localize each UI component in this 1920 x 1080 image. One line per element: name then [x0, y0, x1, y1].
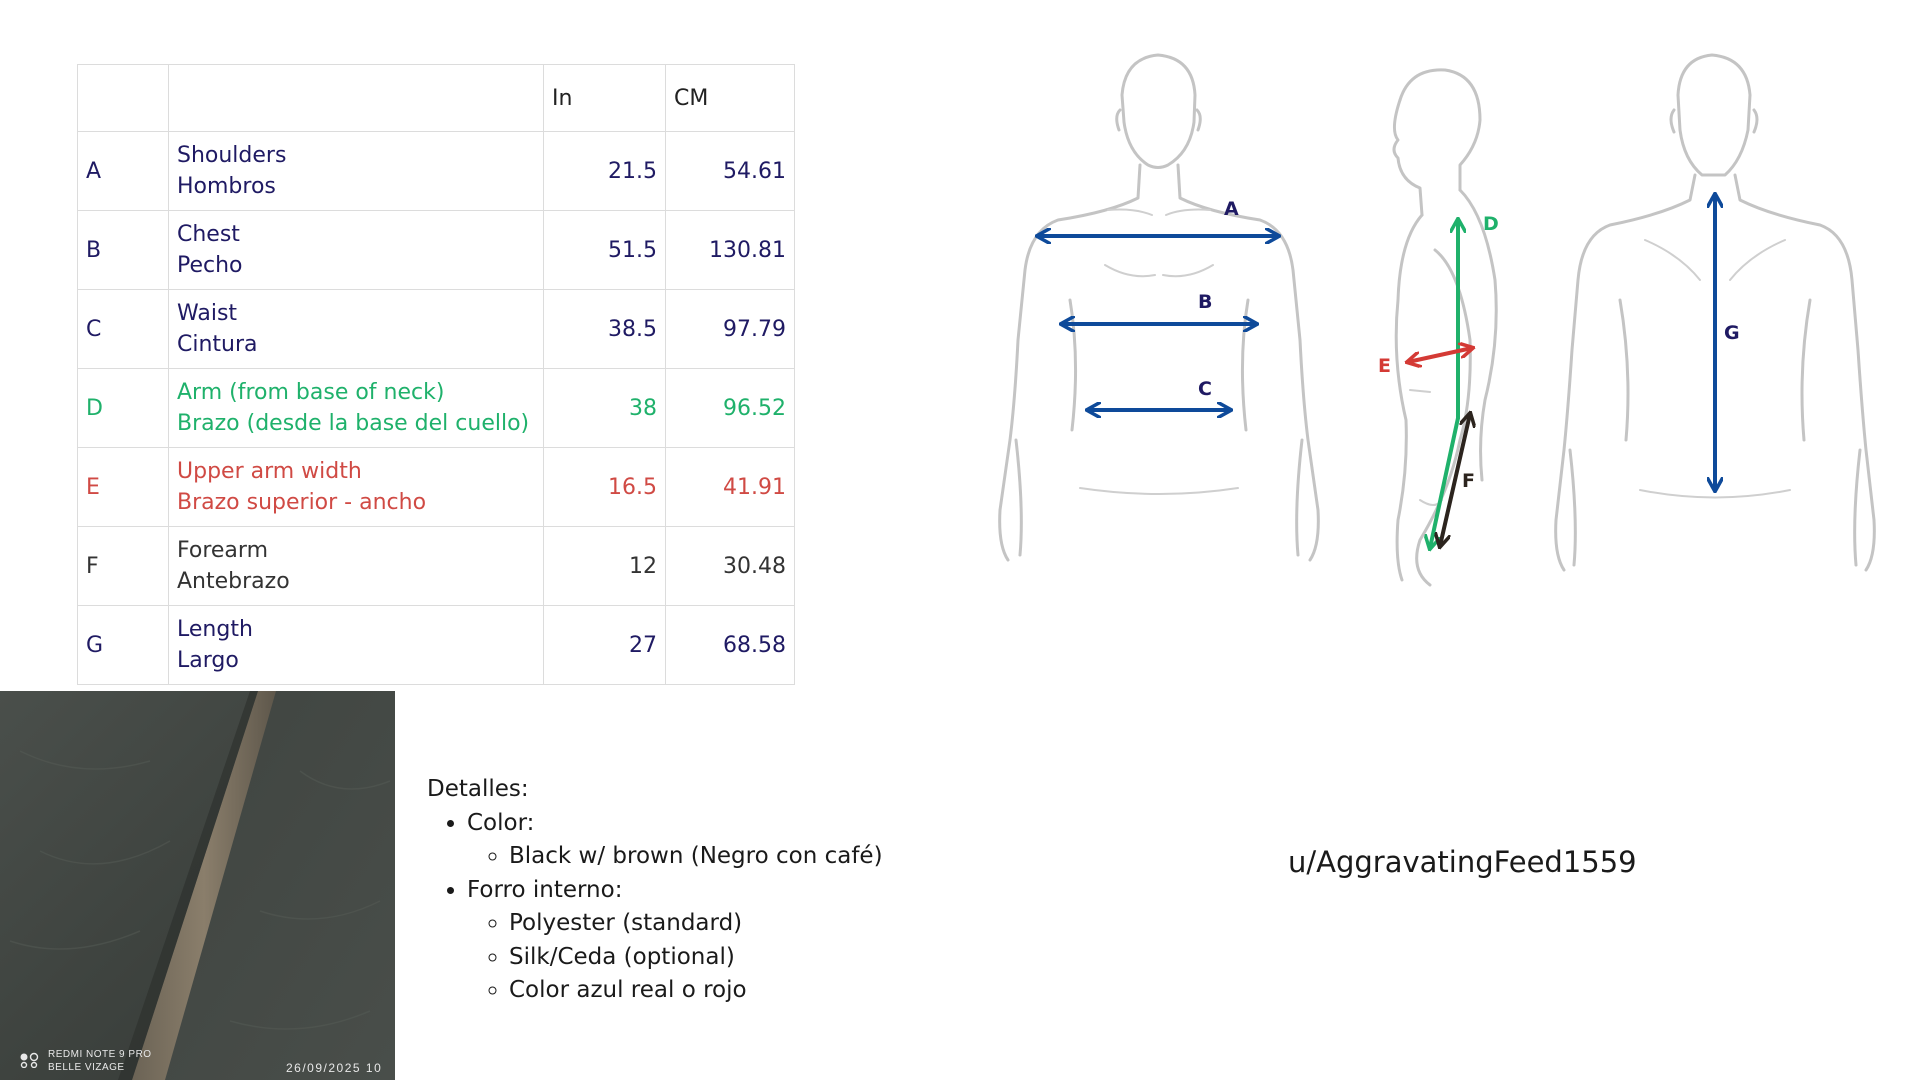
- details-section: Detalles: Color: Black w/ brown (Negro c…: [427, 773, 883, 1008]
- row-letter: G: [77, 605, 169, 685]
- details-list: Color: Black w/ brown (Negro con café) F…: [427, 807, 883, 1008]
- row-inches: 51.5: [543, 210, 666, 290]
- leather-sample-photo: [0, 691, 395, 1080]
- row-name-es: Hombros: [177, 174, 276, 199]
- detail-color: Color: Black w/ brown (Negro con café): [467, 807, 883, 874]
- marker-label-b: B: [1198, 291, 1212, 313]
- row-name-en: Upper arm width: [177, 459, 362, 484]
- row-cm: 68.58: [665, 605, 795, 685]
- row-inches: 27: [543, 605, 666, 685]
- marker-label-f: F: [1462, 470, 1475, 492]
- row-name: Arm (from base of neck) Brazo (desde la b…: [168, 368, 544, 448]
- detail-color-label: Color:: [467, 809, 535, 836]
- table-header-row: In CM: [77, 64, 795, 132]
- measurement-markers: A B C D E F G: [1038, 195, 1740, 548]
- row-name-es: Largo: [177, 648, 239, 673]
- watermark-device: REDMI NOTE 9 PRO: [48, 1049, 152, 1060]
- row-name-en: Forearm: [177, 538, 268, 563]
- photo-watermark: REDMI NOTE 9 PRO BELLE VIZAGE: [48, 1048, 152, 1074]
- lining-option: Polyester (standard): [509, 907, 883, 941]
- row-name-es: Pecho: [177, 253, 243, 278]
- header-name: [168, 64, 544, 132]
- row-name-en: Shoulders: [177, 143, 287, 168]
- row-inches: 21.5: [543, 131, 666, 211]
- row-inches: 38.5: [543, 289, 666, 369]
- username: u/AggravatingFeed1559: [1288, 845, 1637, 879]
- marker-label-g: G: [1724, 322, 1740, 344]
- row-name-es: Cintura: [177, 332, 258, 357]
- row-inches: 38: [543, 368, 666, 448]
- marker-label-e: E: [1378, 355, 1391, 377]
- arrow-f-forearm: [1440, 414, 1470, 546]
- watermark-mode: BELLE VIZAGE: [48, 1062, 125, 1073]
- row-letter: B: [77, 210, 169, 290]
- table-row: D Arm (from base of neck) Brazo (desde la…: [77, 368, 795, 448]
- header-cm: CM: [665, 64, 795, 132]
- row-name-en: Chest: [177, 222, 240, 247]
- row-letter: D: [77, 368, 169, 448]
- row-letter: C: [77, 289, 169, 369]
- row-cm: 97.79: [665, 289, 795, 369]
- details-heading: Detalles:: [427, 776, 529, 802]
- marker-label-d: D: [1483, 213, 1499, 235]
- arrow-e-upper-arm: [1408, 348, 1472, 362]
- row-cm: 41.91: [665, 447, 795, 527]
- lining-option: Color azul real o rojo: [509, 974, 883, 1008]
- row-letter: F: [77, 526, 169, 606]
- row-letter: E: [77, 447, 169, 527]
- photo-timestamp: 26/09/2025 10: [286, 1061, 383, 1075]
- camera-dots-icon: [20, 1052, 39, 1068]
- row-name-es: Brazo (desde la base del cuello): [177, 411, 530, 436]
- detail-lining: Forro interno: Polyester (standard) Silk…: [467, 874, 883, 1008]
- row-name-es: Brazo superior - ancho: [177, 490, 427, 515]
- side-figure: [1392, 68, 1498, 587]
- marker-label-a: A: [1224, 198, 1239, 220]
- header-letter: [77, 64, 169, 132]
- leather-texture: [0, 691, 395, 1080]
- row-inches: 16.5: [543, 447, 666, 527]
- row-inches: 12: [543, 526, 666, 606]
- detail-lining-label: Forro interno:: [467, 876, 623, 903]
- row-cm: 130.81: [665, 210, 795, 290]
- header-inches: In: [543, 64, 666, 132]
- back-figure: [1554, 53, 1876, 572]
- row-letter: A: [77, 131, 169, 211]
- detail-color-value: Black w/ brown (Negro con café): [509, 840, 883, 874]
- front-figure: [998, 53, 1320, 562]
- row-cm: 30.48: [665, 526, 795, 606]
- row-name-en: Length: [177, 617, 253, 642]
- row-name-en: Arm (from base of neck): [177, 380, 445, 405]
- row-name-en: Waist: [177, 301, 238, 326]
- row-cm: 54.61: [665, 131, 795, 211]
- lining-option: Silk/Ceda (optional): [509, 941, 883, 975]
- row-name-es: Antebrazo: [177, 569, 290, 594]
- body-measurement-diagram: A B C D E F G: [998, 53, 1876, 587]
- row-cm: 96.52: [665, 368, 795, 448]
- marker-label-c: C: [1198, 378, 1212, 400]
